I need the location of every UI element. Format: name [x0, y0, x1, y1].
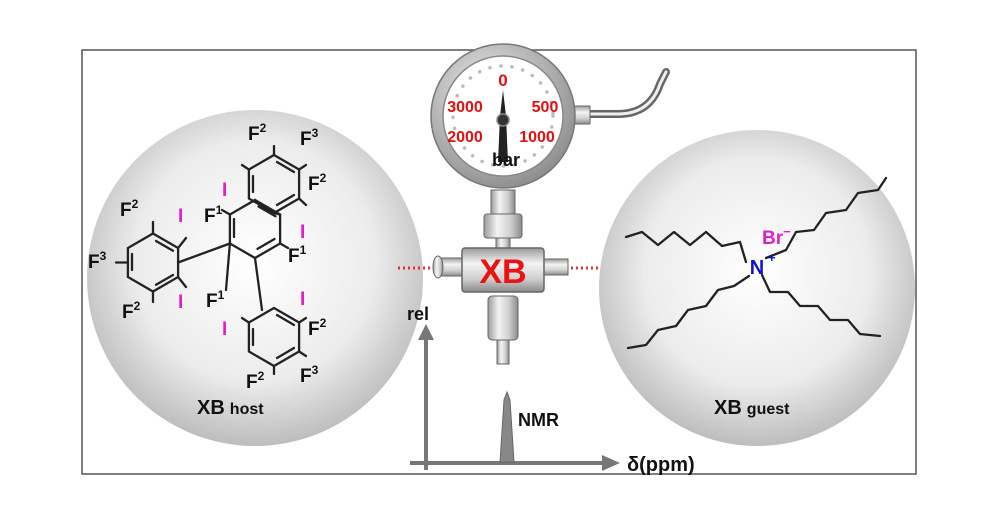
host-atom-iodine-upper-left: I [222, 180, 227, 201]
x-axis-arrowhead [602, 455, 620, 471]
host-atom-f3-left: F3 [88, 249, 107, 273]
host-atom-f1-bottom: F1 [206, 288, 225, 312]
host-atom-f2-left-top: F2 [120, 197, 139, 221]
host-atom-f3-lower: F3 [300, 363, 319, 387]
host-sphere [87, 110, 423, 446]
host-atom-f2-upper-right: F2 [308, 171, 327, 195]
host-atom-iodine-left-top: I [178, 206, 183, 227]
nmr-peak [499, 390, 515, 463]
guest-sphere [599, 130, 915, 446]
gauge-tick-1000: 1000 [519, 129, 555, 146]
nitrogen-atom: N [750, 257, 764, 279]
bromide-ion: Br− [762, 224, 791, 249]
nmr-spectrum [410, 324, 620, 471]
y-axis-arrowhead [418, 324, 434, 340]
host-atom-iodine-upper-right: I [300, 222, 305, 243]
host-atom-f1-top: F1 [204, 203, 223, 227]
gauge-tick-3000: 3000 [447, 99, 483, 116]
host-atom-iodine-left-bottom: I [178, 292, 183, 313]
host-atom-iodine-lower-left: I [222, 319, 227, 340]
spectrum-x-label: δ(ppm) [627, 454, 695, 476]
gauge-tick-0: 0 [498, 71, 507, 90]
spectrum-y-label: rel [407, 304, 429, 324]
peak-label: NMR [518, 410, 559, 430]
host-atom-f1-right: F1 [288, 243, 307, 267]
host-atom-f3-upper: F3 [300, 126, 319, 150]
host-atom-f2-lower-right: F2 [308, 316, 327, 340]
nitrogen-charge: + [768, 250, 776, 265]
guest-molecule [624, 176, 888, 350]
pressure-cell-assembly [430, 43, 670, 365]
cell-label: XB [479, 253, 526, 291]
host-molecule [114, 144, 308, 376]
host-atom-iodine-lower-right: I [300, 289, 305, 310]
gauge-unit-label: bar [492, 150, 520, 170]
bromide-charge: − [783, 224, 791, 239]
xb-cell [461, 247, 545, 293]
gauge-tick-500: 500 [532, 99, 559, 116]
host-atom-labels: F2 I F3 F2 I F1 F1 F1 F2 F3 I F2 I I I F… [88, 121, 327, 393]
host-atom-f2-upper-top: F2 [248, 121, 267, 145]
gauge-tick-2000: 2000 [447, 129, 483, 146]
host-atom-f2-lower-bottom: F2 [246, 369, 265, 393]
host-atom-f2-left-bottom: F2 [122, 299, 141, 323]
